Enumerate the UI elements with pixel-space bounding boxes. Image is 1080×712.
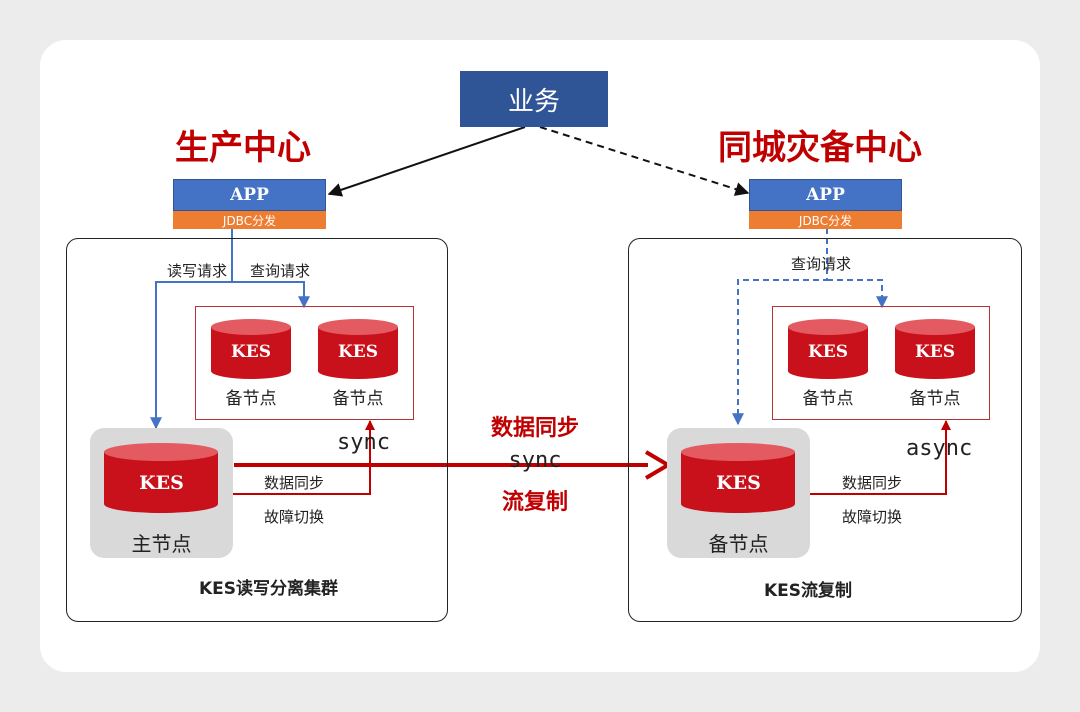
left-standby-node-1: KES 备节点 — [210, 318, 292, 409]
primary-node-label: 主节点 — [131, 532, 192, 556]
primary-db-label: KES — [139, 472, 184, 494]
left-center-title: 生产中心 — [175, 128, 311, 168]
middle-stream-replication-label: 流复制 — [501, 490, 568, 515]
right-standby-db-icon-1 — [788, 319, 868, 379]
middle-data-sync-label: 数据同步 — [490, 416, 579, 441]
right-standby-db-label-2: KES — [914, 342, 955, 362]
left-data-sync-line — [233, 420, 375, 495]
left-data-sync-label: 数据同步 — [264, 474, 325, 492]
left-standby-db-label-1: KES — [230, 342, 271, 362]
left-standby-group — [195, 306, 414, 420]
primary-db-icon — [104, 443, 218, 513]
right-query-request-line — [732, 228, 828, 426]
primary-node-box: KES 主节点 — [90, 428, 233, 558]
right-app-box: APP — [749, 179, 902, 211]
right-main-standby-box: KES 备节点 — [667, 428, 810, 558]
right-standby-db-icon-2 — [895, 319, 975, 379]
right-standby-group — [772, 306, 990, 420]
left-query-request-label: 查询请求 — [250, 262, 311, 280]
left-standby-db-icon-2 — [318, 319, 398, 379]
left-standby-db-label-2: KES — [337, 342, 378, 362]
right-standby-node-2: KES 备节点 — [894, 318, 976, 409]
right-cluster-box — [628, 238, 1022, 622]
left-failover-label: 故障切换 — [264, 508, 325, 526]
left-standby-db-icon-1 — [211, 319, 291, 379]
right-cluster-name: KES流复制 — [764, 581, 853, 601]
left-sync-label: sync — [337, 430, 390, 455]
diagram-card — [40, 40, 1040, 672]
right-standby-node-1: KES 备节点 — [787, 318, 869, 409]
left-standby-node-label-1: 备节点 — [225, 389, 277, 409]
right-query-request-label: 查询请求 — [791, 255, 852, 273]
right-async-label: async — [906, 436, 973, 461]
right-failover-label: 故障切换 — [842, 508, 903, 526]
left-app-box: APP — [173, 179, 326, 211]
right-standby-node-label-2: 备节点 — [909, 389, 961, 409]
business-box: 业务 — [460, 71, 608, 127]
middle-sync-label: sync — [508, 448, 562, 473]
business-label: 业务 — [507, 86, 560, 117]
right-data-sync-line — [810, 420, 951, 495]
right-center-title: 同城灾备中心 — [718, 128, 922, 168]
read-write-request-label: 读写请求 — [167, 262, 228, 280]
left-query-request-line — [232, 281, 310, 309]
right-main-standby-label: 备节点 — [708, 532, 769, 556]
right-jdbc-box: JDBC分发 — [749, 211, 902, 229]
right-main-standby-db-icon — [681, 443, 795, 513]
right-standby-db-label-1: KES — [807, 342, 848, 362]
left-jdbc-label: JDBC分发 — [222, 213, 277, 228]
right-query-request-branch — [827, 279, 888, 309]
business-to-right-app-arrow — [539, 126, 750, 196]
right-main-standby-db-label: KES — [716, 472, 761, 494]
read-write-request-line — [150, 228, 233, 430]
right-data-sync-label: 数据同步 — [842, 474, 903, 492]
left-standby-node-label-2: 备节点 — [332, 389, 384, 409]
business-to-left-app-arrow — [327, 126, 526, 197]
left-jdbc-box: JDBC分发 — [173, 211, 326, 229]
left-standby-node-2: KES 备节点 — [317, 318, 399, 409]
right-jdbc-label: JDBC分发 — [798, 213, 853, 228]
right-standby-node-label-1: 备节点 — [802, 389, 854, 409]
left-cluster-box — [66, 238, 448, 622]
right-app-label: APP — [806, 185, 845, 205]
left-cluster-name: KES读写分离集群 — [199, 579, 339, 599]
left-app-label: APP — [230, 185, 269, 205]
